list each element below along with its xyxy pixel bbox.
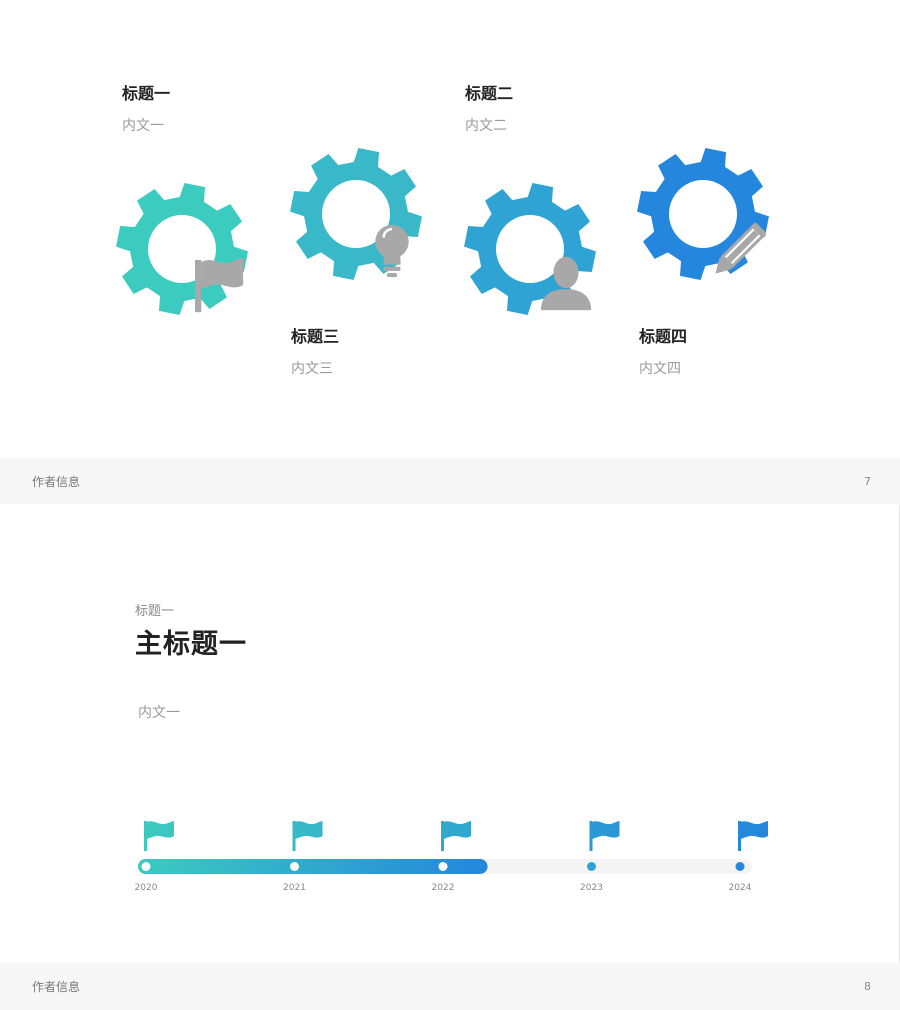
author-info: 作者信息 <box>32 980 81 994</box>
item-3-body: 内文三 <box>291 361 333 377</box>
timeline-year-label: 2022 <box>431 883 455 893</box>
timeline-year-label: 2020 <box>134 883 158 893</box>
subtitle: 标题一 <box>135 604 175 619</box>
timeline-year-label: 2023 <box>580 883 603 893</box>
timeline-dot <box>141 862 151 871</box>
timeline-dot <box>438 862 448 871</box>
gear-2 <box>287 145 425 283</box>
timeline-year-label: 2021 <box>283 883 306 893</box>
item-2-body: 内文二 <box>465 118 507 134</box>
timeline-flag-icon <box>144 821 174 851</box>
item-2-title: 标题二 <box>465 84 514 103</box>
page-number: 8 <box>864 980 871 993</box>
body-text: 内文一 <box>138 705 180 721</box>
pencil-icon <box>670 181 767 274</box>
timeline-flag-icon <box>441 821 471 851</box>
item-4-title: 标题四 <box>639 327 688 346</box>
flag-icon <box>149 216 244 313</box>
item-3-title: 标题三 <box>291 327 340 346</box>
gear-4 <box>634 145 772 283</box>
item-1-body: 内文一 <box>122 118 164 134</box>
slide-7: 标题一 内文一 标题二 内文二 标题三 内文三 标题四 内文四 <box>0 0 900 458</box>
timeline-dot <box>587 862 596 871</box>
timeline-dot <box>290 862 299 871</box>
item-4-body: 内文四 <box>639 361 681 377</box>
author-info: 作者信息 <box>32 475 81 489</box>
footer-slide-8: 作者信息 8 <box>0 963 900 1010</box>
gear-3 <box>461 180 599 318</box>
timeline <box>138 821 768 874</box>
timeline-flag-icon <box>589 821 620 851</box>
lightbulb-icon <box>323 181 409 278</box>
timeline-dot <box>735 862 745 871</box>
user-icon <box>497 216 592 311</box>
gear-1 <box>113 180 251 318</box>
slide-8: 标题一 主标题一 内文一 2020 2021 2022 2023 2024 <box>0 505 900 963</box>
timeline-progress <box>138 859 488 874</box>
item-1-title: 标题一 <box>122 84 171 103</box>
page-number: 7 <box>864 475 871 488</box>
footer-slide-7: 作者信息 7 <box>0 458 900 504</box>
timeline-year-label: 2024 <box>728 883 752 893</box>
main-title: 主标题一 <box>135 629 247 660</box>
timeline-flag-icon <box>738 821 768 851</box>
timeline-flag-icon <box>292 821 323 851</box>
